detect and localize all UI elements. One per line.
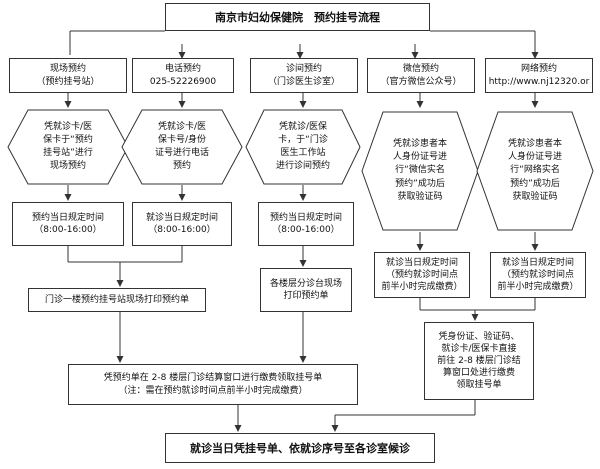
channel-web: 网络预约 http://www.nj12320.or — [485, 58, 593, 93]
instruction-hexagon-wechat — [361, 111, 479, 231]
instruction-phone: 凭就诊卡/医 保卡号/身份 证号进行电话 预约 — [126, 110, 238, 184]
time-web: 就诊当日规定时间 （预约就诊时间点 前半小时完成缴费） — [490, 252, 586, 298]
instruction-phone-text: 凭就诊卡/医 保卡号/身份 证号进行电话 预约 — [154, 121, 209, 172]
instruction-hexagon-clinic — [245, 109, 361, 185]
time-onsite: 预约当日规定时间 （8:00-16:00） — [12, 202, 124, 246]
time-phone: 就诊当日规定时间 （8:00-16:00） — [132, 202, 232, 246]
channel-clinic-label: 诊间预约 （门诊医生诊室） — [267, 64, 340, 87]
channel-onsite-label: 现场预约 （预约挂号站） — [36, 64, 100, 87]
pay-direct: 凭身份证、验证码、 就诊卡/医保卡直接 前往 2-8 楼层门诊结 算窗口处进行缴… — [424, 322, 534, 400]
print-clinic-text: 各楼层分诊台现场 打印预约单 — [269, 278, 342, 301]
channel-clinic: 诊间预约 （门诊医生诊室） — [250, 58, 358, 93]
pay-direct-text: 凭身份证、验证码、 就诊卡/医保卡直接 前往 2-8 楼层门诊结 算窗口处进行缴… — [437, 331, 521, 391]
instruction-wechat: 凭就诊患者本 人身份证号进 行“微信实名 预约”成功后 获取验证码 — [366, 112, 474, 230]
print-lobby: 门诊一楼预约挂号站现场打印预约单 — [28, 288, 206, 312]
instruction-onsite-text: 凭就诊卡/医 保卡于“预约 挂号站”进行 现场预约 — [43, 121, 93, 172]
channel-onsite: 现场预约 （预约挂号站） — [9, 58, 127, 93]
instruction-hexagon-onsite — [7, 109, 129, 185]
channel-web-label: 网络预约 http://www.nj12320.or — [488, 64, 590, 87]
channel-phone: 电话预约 025-52226900 — [132, 58, 234, 93]
page-title: 南京市妇幼保健院 预约挂号流程 — [215, 11, 380, 24]
channel-phone-label: 电话预约 025-52226900 — [149, 64, 217, 87]
channel-wechat-label: 微信预约 （官方微信公众号） — [380, 64, 462, 87]
final-text: 就诊当日凭挂号单、依就诊序号至各诊室候诊 — [190, 442, 410, 455]
instruction-clinic-text: 凭就诊/医保 卡，于“门诊 医生工作站 进行诊间预约 — [275, 121, 330, 172]
pay-window: 凭预约单在 2-8 楼层门诊结算窗口进行缴费领取挂号单 （注：需在预约就诊时间点… — [68, 364, 358, 405]
instruction-web-text: 凭就诊患者本 人身份证号进 行“网络实名 预约”成功后 获取验证码 — [507, 139, 562, 202]
time-wechat-text: 就诊当日规定时间 （预约就诊时间点 前半小时完成缴费） — [381, 257, 463, 293]
time-web-text: 就诊当日规定时间 （预约就诊时间点 前半小时完成缴费） — [497, 257, 579, 293]
instruction-web: 凭就诊患者本 人身份证号进 行“网络实名 预约”成功后 获取验证码 — [481, 112, 589, 230]
time-onsite-text: 预约当日规定时间 （8:00-16:00） — [31, 212, 104, 235]
instruction-wechat-text: 凭就诊患者本 人身份证号进 行“微信实名 预约”成功后 获取验证码 — [392, 139, 447, 202]
instruction-hexagon-web — [476, 111, 594, 231]
time-wechat: 就诊当日规定时间 （预约就诊时间点 前半小时完成缴费） — [374, 252, 470, 298]
instruction-clinic: 凭就诊/医保 卡，于“门诊 医生工作站 进行诊间预约 — [250, 110, 356, 184]
time-phone-text: 就诊当日规定时间 （8:00-16:00） — [145, 212, 218, 235]
title-box: 南京市妇幼保健院 预约挂号流程 — [165, 3, 430, 31]
time-clinic-text: 预约当日规定时间 （8:00-16:00） — [269, 212, 342, 235]
time-clinic: 预约当日规定时间 （8:00-16:00） — [258, 202, 354, 246]
pay-window-text: 凭预约单在 2-8 楼层门诊结算窗口进行缴费领取挂号单 （注：需在预约就诊时间点… — [103, 373, 323, 396]
final-box: 就诊当日凭挂号单、依就诊序号至各诊室候诊 — [165, 433, 435, 463]
instruction-onsite: 凭就诊卡/医 保卡于“预约 挂号站”进行 现场预约 — [12, 110, 124, 184]
instruction-hexagon-phone — [121, 109, 243, 185]
print-lobby-text: 门诊一楼预约挂号站现场打印预约单 — [44, 294, 189, 305]
print-clinic: 各楼层分诊台现场 打印预约单 — [260, 268, 352, 312]
channel-wechat: 微信预约 （官方微信公众号） — [367, 58, 475, 93]
